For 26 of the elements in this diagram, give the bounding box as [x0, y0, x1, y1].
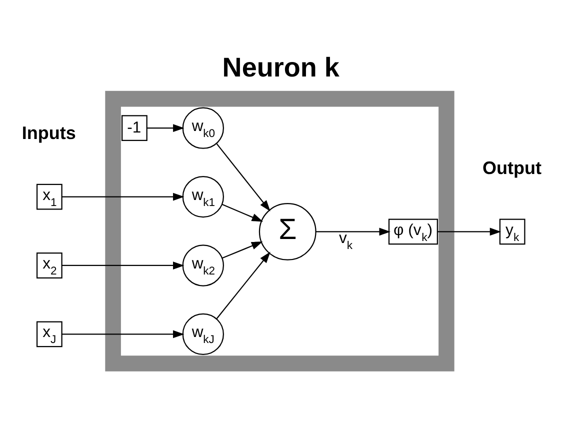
node-circle: w$_{kJ}$	[182, 313, 224, 356]
node-box: x$_{1}$	[36, 184, 62, 210]
node-box: -1	[122, 115, 148, 142]
arrow	[62, 192, 184, 201]
arrow	[438, 228, 502, 236]
node-box: x$_{2}$	[36, 252, 62, 278]
arrow	[62, 330, 184, 338]
arrow	[316, 228, 391, 236]
arrow	[146, 124, 184, 132]
diagram-title: Neuron k	[222, 52, 340, 83]
arrow	[216, 252, 270, 319]
node-box: φ (v$_{k}$)	[388, 218, 438, 245]
node-box: x$_{J}$	[36, 321, 62, 348]
arrow	[222, 204, 264, 222]
edge-label: v$_{k}$	[338, 230, 352, 252]
node-circle: w$_{k1}$	[182, 176, 224, 218]
arrow	[222, 241, 263, 259]
arrow	[216, 143, 270, 212]
node-circle: w$_{k0}$	[182, 107, 224, 149]
node-circle: Σ	[258, 203, 316, 260]
label: Output	[482, 158, 542, 178]
node-circle: w$_{k2}$	[182, 244, 224, 286]
label: Inputs	[22, 123, 76, 144]
node-box: y$_{k}$	[499, 218, 526, 245]
cluster	[105, 90, 454, 372]
arrow	[62, 262, 184, 270]
